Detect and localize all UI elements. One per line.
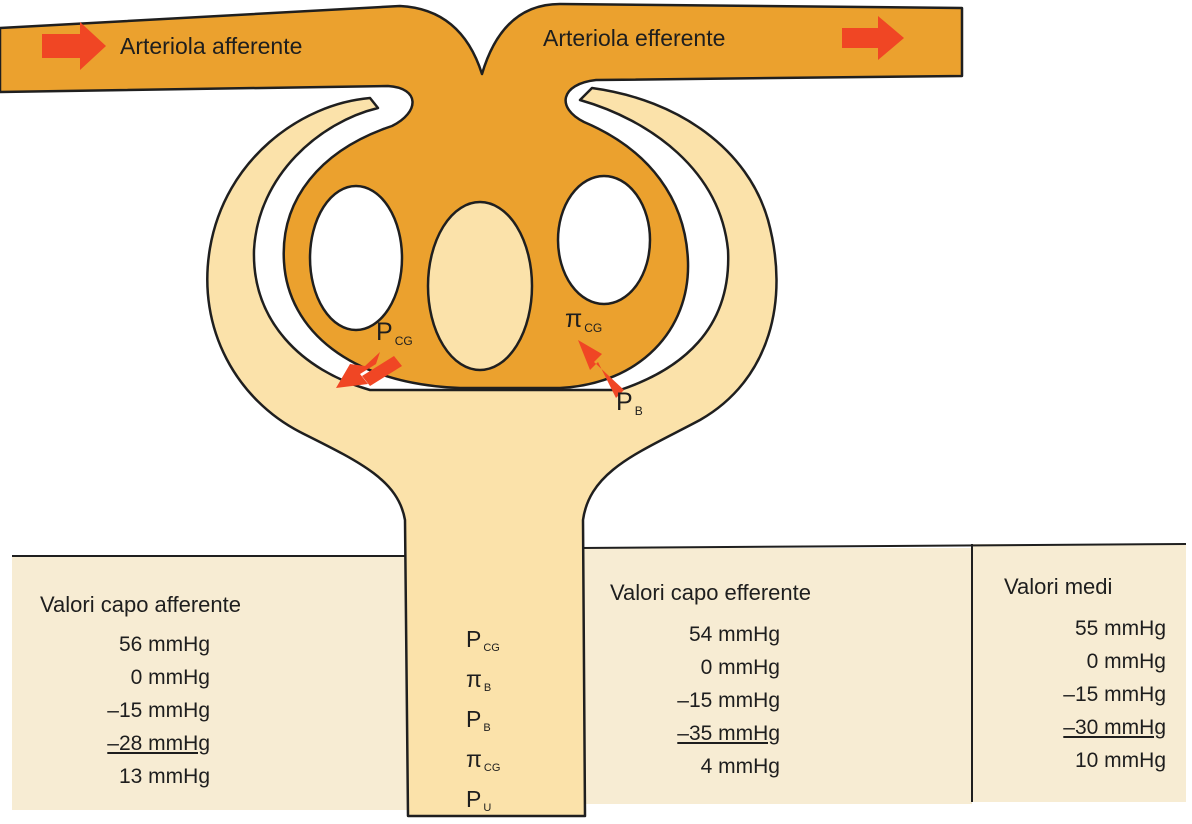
afferent-values-title: Valori capo afferente — [40, 592, 241, 618]
mean-values-list: 55 mmHg 0 mmHg –15 mmHg –30 mmHg 10 mmHg — [986, 612, 1166, 777]
mean-value-row: 10 mmHg — [986, 744, 1166, 777]
efferent-value-row: 54 mmHg — [598, 618, 780, 651]
capillary-loop-right — [558, 176, 650, 304]
efferent-values-title: Valori capo efferente — [610, 580, 811, 606]
afferent-value-row: –15 mmHg — [36, 694, 210, 727]
afferent-value-row: 56 mmHg — [36, 628, 210, 661]
afferent-values-list: 56 mmHg 0 mmHg –15 mmHg –28 mmHg 13 mmHg — [36, 628, 210, 793]
afferent-value-row: –28 mmHg — [36, 727, 210, 760]
efferent-values-list: 54 mmHg 0 mmHg –15 mmHg –35 mmHg 4 mmHg — [598, 618, 780, 783]
afferent-value-row: 13 mmHg — [36, 760, 210, 793]
efferent-value-row: 0 mmHg — [598, 651, 780, 684]
efferent-arteriole-label: Arteriola efferente — [543, 25, 725, 52]
efferent-value-row: 4 mmHg — [598, 750, 780, 783]
afferent-arteriole-label: Arteriola afferente — [120, 33, 302, 60]
mean-values-title: Valori medi — [1004, 574, 1112, 600]
mean-value-row: 0 mmHg — [986, 645, 1166, 678]
capillary-loop-center — [428, 202, 532, 370]
capillary-loop-left — [310, 186, 402, 330]
mean-value-row: –15 mmHg — [986, 678, 1166, 711]
efferent-value-row: –15 mmHg — [598, 684, 780, 717]
efferent-value-row: –35 mmHg — [598, 717, 780, 750]
mean-value-row: 55 mmHg — [986, 612, 1166, 645]
mean-value-row: –30 mmHg — [986, 711, 1166, 744]
afferent-value-row: 0 mmHg — [36, 661, 210, 694]
